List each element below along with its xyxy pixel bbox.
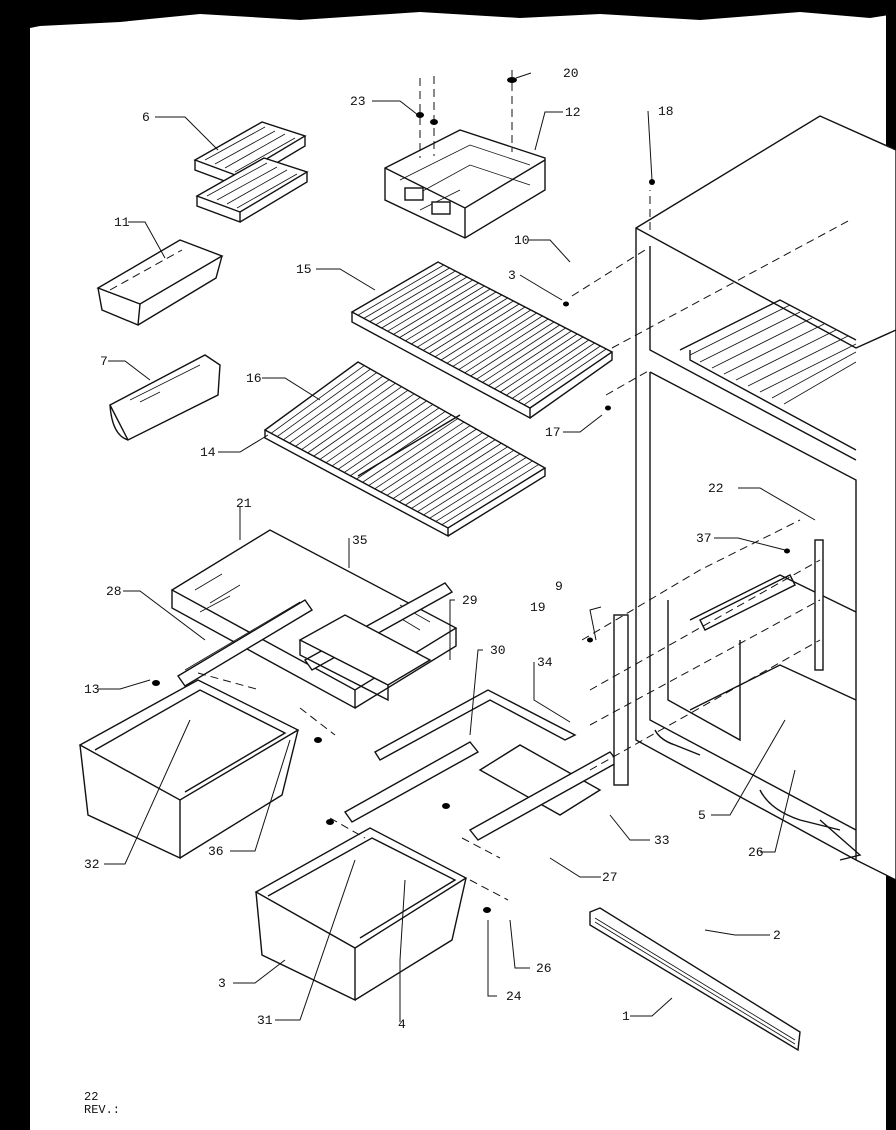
toe-grille-part	[589, 907, 801, 1052]
callout-1: 1	[622, 1009, 630, 1024]
fresh-food-shelf-part	[263, 361, 547, 538]
callout-27: 27	[602, 870, 618, 885]
callout-7: 7	[100, 354, 108, 369]
callout-14: 14	[200, 445, 216, 460]
upper-drawer-part	[78, 679, 300, 860]
callout-18: 18	[658, 104, 674, 119]
revision-label: REV.:	[84, 1103, 120, 1117]
crisper-cover-part	[170, 529, 458, 710]
callout-6: 6	[142, 110, 150, 125]
callout-26-rail: 26	[536, 961, 552, 976]
callout-22: 22	[708, 481, 724, 496]
callout-20: 20	[563, 66, 579, 81]
callout-24: 24	[506, 989, 522, 1004]
exploded-view-dashed-lines	[197, 70, 851, 901]
shelf-rack-part	[109, 354, 221, 441]
callout-26-cabinet: 26	[748, 845, 764, 860]
callout-labels: 6 11 7 16 14 15 23 20 12 18 10 3 17 21 3…	[84, 66, 781, 1032]
callout-13: 13	[84, 682, 100, 697]
callout-19: 19	[530, 600, 546, 615]
callout-36: 36	[208, 844, 224, 859]
crisper-bracket-part	[298, 614, 432, 702]
callout-12: 12	[565, 105, 581, 120]
drawer-rail-lower-part	[343, 689, 620, 841]
freezer-wire-shelf-part	[350, 261, 614, 420]
ice-tray-part	[193, 121, 309, 224]
callout-34: 34	[537, 655, 553, 670]
callout-2: 2	[773, 928, 781, 943]
callout-31: 31	[257, 1013, 273, 1028]
callout-10: 10	[514, 233, 530, 248]
callout-37: 37	[696, 531, 712, 546]
callout-9: 9	[555, 579, 563, 594]
callout-17: 17	[545, 425, 561, 440]
callout-16: 16	[246, 371, 262, 386]
callout-3-drawer: 3	[218, 976, 226, 991]
callout-23: 23	[350, 94, 366, 109]
callout-29: 29	[462, 593, 478, 608]
callout-35: 35	[352, 533, 368, 548]
refrigerator-cabinet	[635, 115, 896, 881]
callout-21: 21	[236, 496, 252, 511]
callout-33: 33	[654, 833, 670, 848]
lower-drawer-part	[254, 827, 468, 1002]
callout-4: 4	[398, 1017, 406, 1032]
storage-bin-part	[96, 239, 224, 327]
callout-5: 5	[698, 808, 706, 823]
callout-leader-lines	[98, 72, 816, 1022]
callout-15: 15	[296, 262, 312, 277]
screws-and-fasteners	[152, 77, 790, 913]
side-rail-strip-part	[613, 614, 629, 786]
page-number: 22	[84, 1090, 98, 1104]
callout-3-upper: 3	[508, 268, 516, 283]
callout-30: 30	[490, 643, 506, 658]
callout-32: 32	[84, 857, 100, 872]
ice-bucket-bracket-part	[384, 129, 546, 239]
callout-28: 28	[106, 584, 122, 599]
callout-11: 11	[114, 215, 130, 230]
